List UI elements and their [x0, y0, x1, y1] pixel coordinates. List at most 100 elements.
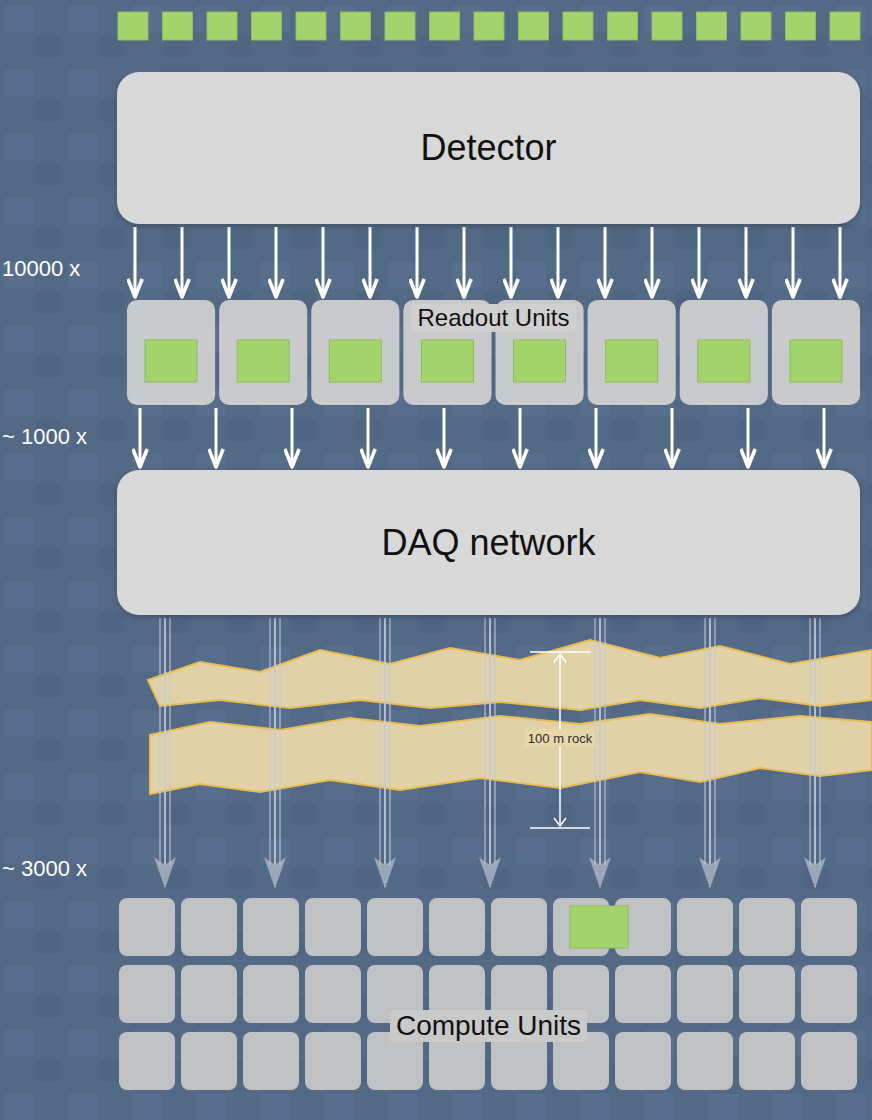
data-flow-arrow	[369, 227, 372, 297]
compute-unit	[119, 965, 175, 1023]
node-title: Readout Units	[411, 304, 575, 332]
compute-unit-cells	[119, 898, 857, 1090]
data-square	[430, 12, 460, 40]
data-flow-arrow	[215, 408, 218, 467]
data-flow-arrow	[291, 408, 294, 467]
node-title: Compute Units	[390, 1010, 587, 1042]
compute-unit	[615, 965, 671, 1023]
data-flow-arrow	[599, 618, 601, 887]
data-square	[118, 12, 148, 40]
readout-unit	[219, 300, 307, 405]
data-flow-arrow	[228, 227, 231, 297]
data-square	[563, 12, 593, 40]
data-square	[296, 12, 326, 40]
data-flow-arrow	[747, 408, 750, 467]
fibre-strand	[484, 618, 486, 865]
readout-unit	[311, 300, 399, 405]
readout-unit	[680, 300, 768, 405]
data-square	[652, 12, 682, 40]
compute-unit	[181, 898, 237, 956]
compute-unit	[119, 1032, 175, 1090]
data-flow-arrow	[416, 227, 419, 297]
compute-unit	[119, 898, 175, 956]
compute-unit	[305, 965, 361, 1023]
data-flow-connector	[489, 618, 491, 887]
data-flow-arrow	[671, 408, 674, 467]
fibre-strand	[604, 618, 606, 865]
compute-unit	[243, 898, 299, 956]
compute-unit	[181, 965, 237, 1023]
readout-unit	[588, 300, 676, 405]
fibre-strand	[279, 618, 281, 865]
data-flow-arrow	[595, 408, 598, 467]
fan-out-count: 10000 x	[2, 256, 80, 282]
fibre-strand	[809, 618, 811, 865]
daq-network-box: DAQ network	[117, 470, 860, 615]
compute-unit	[491, 898, 547, 956]
data-flow-arrow	[384, 618, 386, 887]
data-flow-arrow	[814, 618, 816, 887]
compute-unit	[305, 898, 361, 956]
readout-unit-box	[311, 300, 399, 405]
node-title: DAQ network	[381, 522, 595, 564]
data-square	[786, 12, 816, 40]
data-square	[608, 12, 638, 40]
data-square	[252, 12, 282, 40]
assembled-event	[570, 906, 628, 948]
compute-unit	[305, 1032, 361, 1090]
rock-layers	[148, 640, 872, 794]
data-fragment	[145, 340, 197, 382]
data-fragment	[790, 340, 842, 382]
fibre-strand	[819, 618, 821, 865]
data-flow-arrow	[164, 618, 166, 887]
fibre-strand	[169, 618, 171, 865]
compute-unit	[801, 898, 857, 956]
readout-unit-box	[127, 300, 215, 405]
rock-layer	[150, 714, 872, 794]
compute-unit	[243, 1032, 299, 1090]
data-flow-arrow	[275, 227, 278, 297]
data-square	[474, 12, 504, 40]
data-flow-arrow	[792, 227, 795, 297]
compute-unit	[429, 898, 485, 956]
data-squares-row	[118, 12, 860, 40]
fibre-strand	[714, 618, 716, 865]
node-title: Detector	[420, 127, 556, 169]
data-fragment	[698, 340, 750, 382]
data-flow-arrow	[823, 408, 826, 467]
fibre-strand	[379, 618, 381, 865]
readout-unit-box	[680, 300, 768, 405]
rock-layer	[148, 640, 872, 710]
readout-unit-boxes	[127, 300, 860, 405]
data-flow-connector	[519, 408, 522, 467]
data-square	[830, 12, 860, 40]
fibre-strand	[389, 618, 391, 865]
data-flow-arrow	[134, 227, 137, 297]
data-flow-arrow	[443, 408, 446, 467]
data-flow-arrow	[274, 618, 276, 887]
detector-box: Detector	[117, 72, 860, 224]
readout-unit-box	[588, 300, 676, 405]
compute-units-band: Compute Units	[117, 890, 860, 1116]
data-flow-arrow	[604, 227, 607, 297]
compute-unit	[615, 1032, 671, 1090]
data-flow-arrow	[139, 408, 142, 467]
readout-unit-box	[219, 300, 307, 405]
compute-unit	[677, 965, 733, 1023]
data-flow-arrow	[839, 227, 842, 297]
data-flow-arrow	[463, 227, 466, 297]
compute-unit	[367, 898, 423, 956]
fan-out-count: ~ 1000 x	[2, 424, 87, 450]
data-fragment	[606, 340, 658, 382]
compute-unit	[677, 898, 733, 956]
data-square	[519, 12, 549, 40]
data-flow-arrow	[709, 618, 711, 887]
fibre-strand	[269, 618, 271, 865]
readout-unit	[772, 300, 860, 405]
data-square	[741, 12, 771, 40]
data-flow-arrow	[651, 227, 654, 297]
data-fragment	[329, 340, 381, 382]
data-square	[341, 12, 371, 40]
fan-out-count: ~ 3000 x	[2, 856, 87, 882]
